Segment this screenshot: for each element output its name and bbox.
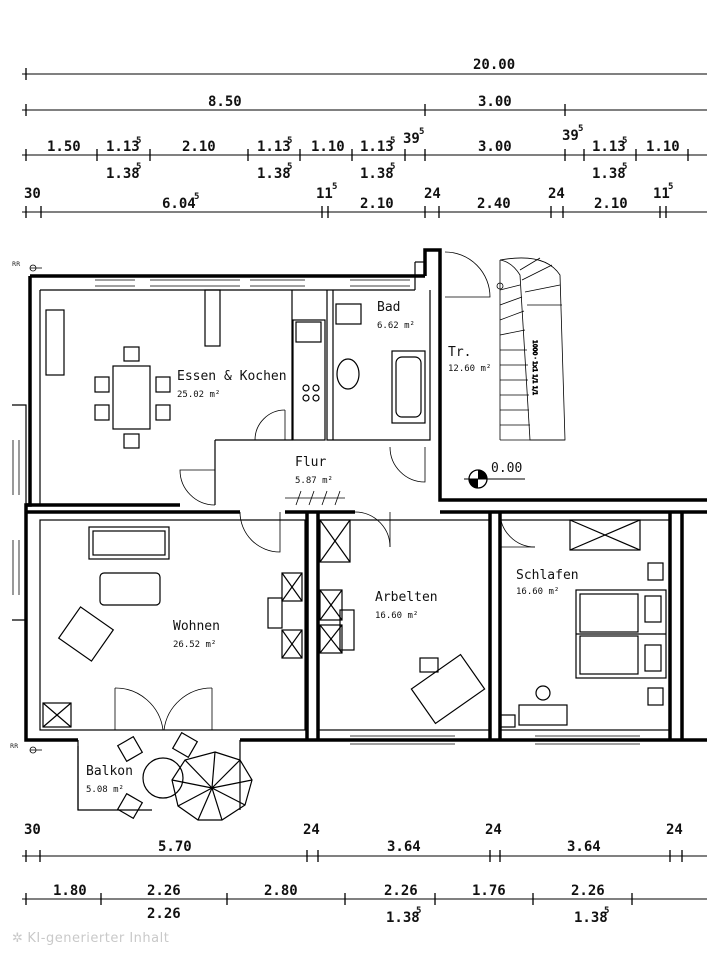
dim-1-50: 1.50 <box>47 139 81 155</box>
svg-text:24: 24 <box>666 822 683 838</box>
svg-text:1.38: 1.38 <box>257 166 291 182</box>
room-labels: Essen & Kochen 25.02 m² Bad 6.62 m² Tr. … <box>86 300 579 795</box>
room-name-schlafen: Schlafen <box>516 568 579 583</box>
furniture <box>42 289 667 728</box>
level-marker: 0.00 <box>464 461 525 489</box>
ai-generated-text: KI-generierter Inhalt <box>27 931 170 946</box>
dim-3-00: 3.00 <box>478 94 512 110</box>
svg-text:5: 5 <box>136 162 141 172</box>
svg-text:30: 30 <box>24 186 41 202</box>
room-name-balkon: Balkon <box>86 764 133 779</box>
svg-text:11: 11 <box>316 186 333 202</box>
level-value: 0.00 <box>491 461 522 476</box>
svg-text:3.00: 3.00 <box>478 139 512 155</box>
dim-8-50: 8.50 <box>208 94 242 110</box>
dim-total-width: 20.00 <box>473 57 515 73</box>
svg-text:2.26: 2.26 <box>571 883 605 899</box>
svg-text:5: 5 <box>332 182 337 192</box>
room-area-bad: 6.62 m² <box>377 321 415 331</box>
walls <box>12 248 707 745</box>
svg-text:1.10: 1.10 <box>646 139 680 155</box>
svg-text:1.38: 1.38 <box>574 910 608 926</box>
svg-text:39: 39 <box>562 128 579 144</box>
svg-text:30: 30 <box>24 822 41 838</box>
dim-2-10: 2.10 <box>182 139 216 155</box>
bottom-dimensions: 30 5.70 24 3.64 24 3.64 24 1.80 2.26 2.8… <box>22 822 707 926</box>
svg-text:1.38: 1.38 <box>360 166 394 182</box>
svg-text:1.10: 1.10 <box>311 139 345 155</box>
room-area-wohnen: 26.52 m² <box>173 640 216 650</box>
room-name-bad: Bad <box>377 300 400 315</box>
sparkle-icon: ✲ <box>12 931 24 946</box>
svg-text:1.13: 1.13 <box>257 139 291 155</box>
svg-text:5: 5 <box>390 136 395 146</box>
svg-text:5: 5 <box>287 162 292 172</box>
svg-text:24: 24 <box>485 822 502 838</box>
svg-text:2.40: 2.40 <box>477 196 511 212</box>
rr-marks: RR RR <box>10 261 42 754</box>
room-name-wohnen: Wohnen <box>173 619 220 634</box>
svg-text:11: 11 <box>653 186 670 202</box>
room-area-flur: 5.87 m² <box>295 476 333 486</box>
room-area-arbeiten: 16.60 m² <box>375 611 418 621</box>
room-area-tr: 12.60 m² <box>448 364 491 374</box>
svg-text:5: 5 <box>287 136 292 146</box>
svg-text:5: 5 <box>668 182 673 192</box>
svg-text:2.80: 2.80 <box>264 883 298 899</box>
svg-text:3.64: 3.64 <box>387 839 421 855</box>
svg-text:1.80: 1.80 <box>53 883 87 899</box>
svg-text:6.04: 6.04 <box>162 196 196 212</box>
svg-text:24: 24 <box>424 186 441 202</box>
staircase: 1000 · 1x1 1/1 1/1 <box>496 257 566 441</box>
svg-text:RR: RR <box>12 261 20 268</box>
room-name-essen: Essen & Kochen <box>177 369 287 384</box>
svg-text:2.10: 2.10 <box>360 196 394 212</box>
doors <box>114 251 536 731</box>
svg-text:5: 5 <box>604 906 609 916</box>
svg-text:5: 5 <box>622 136 627 146</box>
svg-text:39: 39 <box>403 131 420 147</box>
svg-text:5.70: 5.70 <box>158 839 192 855</box>
room-area-essen: 25.02 m² <box>177 390 220 400</box>
svg-text:5: 5 <box>390 162 395 172</box>
svg-text:24: 24 <box>303 822 320 838</box>
svg-text:1.76: 1.76 <box>472 883 506 899</box>
flur-stair-mark <box>285 490 345 506</box>
svg-text:2.26: 2.26 <box>147 883 181 899</box>
balcony <box>77 731 253 821</box>
svg-text:5: 5 <box>416 906 421 916</box>
svg-text:1.38: 1.38 <box>592 166 626 182</box>
svg-text:1.13: 1.13 <box>592 139 626 155</box>
svg-text:2.26: 2.26 <box>384 883 418 899</box>
room-area-balkon: 5.08 m² <box>86 785 124 795</box>
room-name-flur: Flur <box>295 455 326 470</box>
svg-text:5: 5 <box>136 136 141 146</box>
room-area-schlafen: 16.60 m² <box>516 587 559 597</box>
svg-text:1000 · 1x1 1/1 1/1: 1000 · 1x1 1/1 1/1 <box>531 340 538 395</box>
svg-text:5: 5 <box>578 124 583 134</box>
svg-text:24: 24 <box>548 186 565 202</box>
svg-text:3.64: 3.64 <box>567 839 601 855</box>
svg-text:5: 5 <box>419 127 424 137</box>
svg-text:5: 5 <box>622 162 627 172</box>
dim-1-13: 1.13 <box>106 139 140 155</box>
room-name-tr: Tr. <box>448 345 471 360</box>
svg-text:1.13: 1.13 <box>360 139 394 155</box>
room-name-arbeiten: Arbelten <box>375 590 438 605</box>
svg-text:1.38: 1.38 <box>386 910 420 926</box>
svg-text:2.26: 2.26 <box>147 906 181 922</box>
ai-generated-note: ✲KI-generierter Inhalt <box>12 931 169 946</box>
svg-text:5: 5 <box>194 192 199 202</box>
svg-text:1.38: 1.38 <box>106 166 140 182</box>
svg-text:RR: RR <box>10 743 18 750</box>
svg-text:2.10: 2.10 <box>594 196 628 212</box>
top-dimensions: 20.00 8.50 3.00 1.50 1.13 5 2.10 1.13 5 … <box>22 57 707 218</box>
